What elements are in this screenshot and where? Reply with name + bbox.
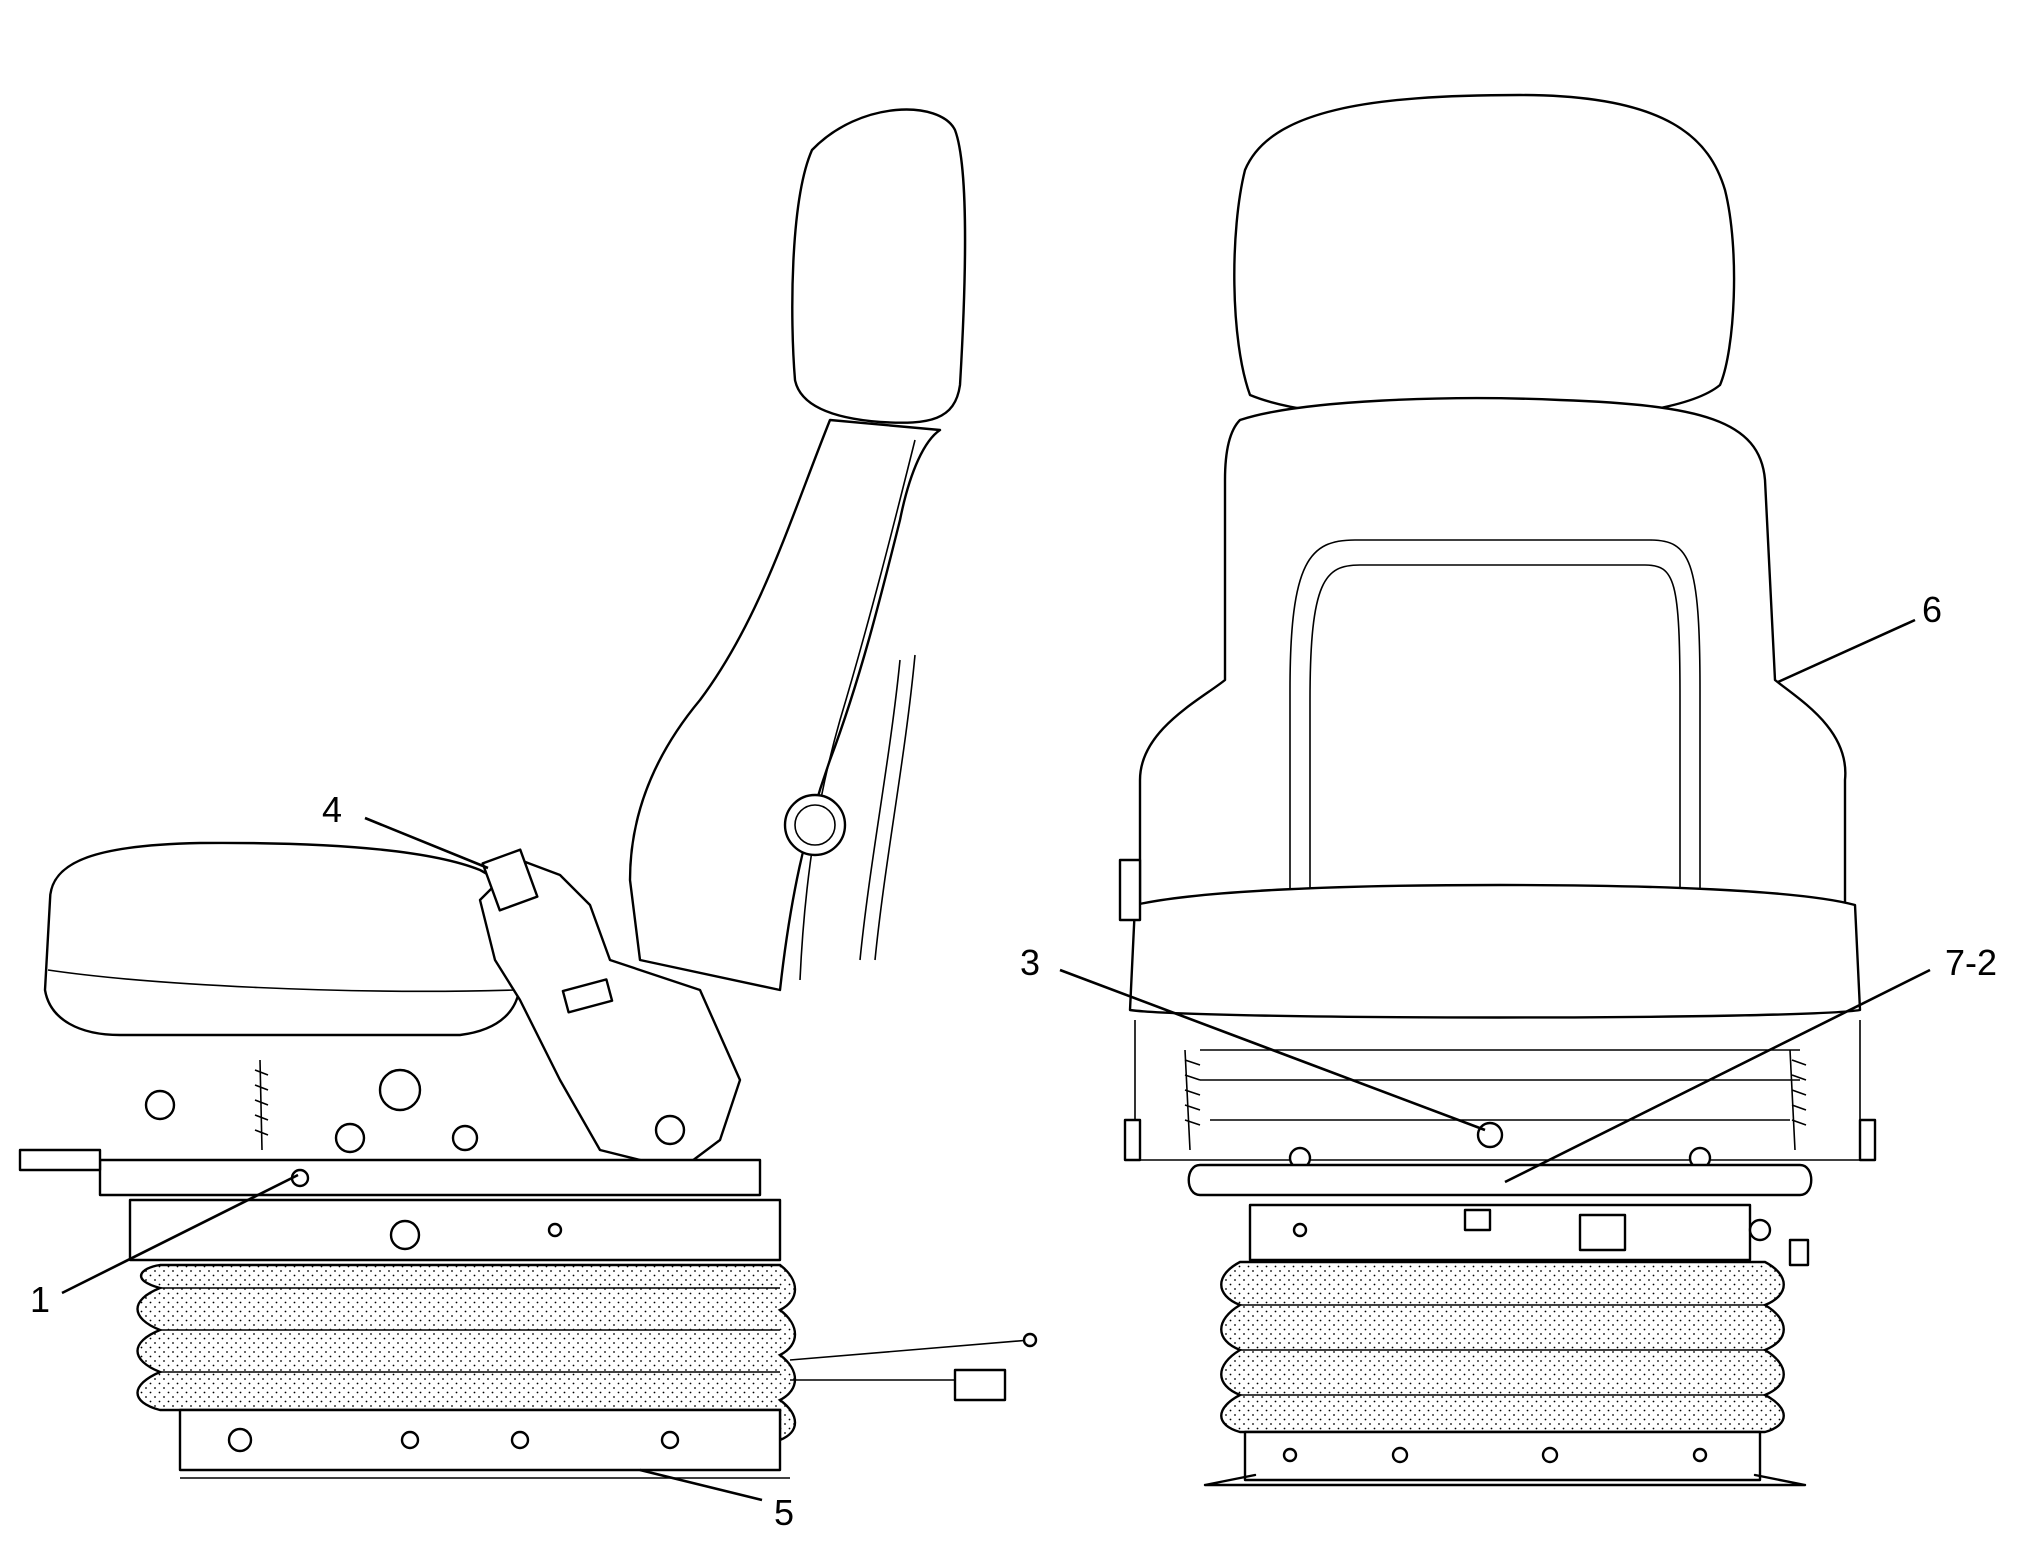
seat-cushion-front xyxy=(1128,883,1862,1019)
seat-rail-front xyxy=(1187,1163,1813,1197)
leader-7-2 xyxy=(1504,968,1931,1184)
leader-5 xyxy=(639,1468,763,1502)
seat-belt-buckle xyxy=(478,858,742,1172)
seat-base-front xyxy=(1243,1430,1762,1482)
seat-base-side xyxy=(178,1408,782,1472)
leader-1 xyxy=(61,1173,299,1295)
leader-6 xyxy=(1777,618,1916,684)
leader-3 xyxy=(1059,968,1486,1132)
seat-slide-rail xyxy=(98,1158,762,1197)
headrest-side xyxy=(791,108,967,424)
suspension-bellows-front xyxy=(1220,1260,1785,1434)
callout-4: 4 xyxy=(322,789,342,830)
callout-7-2: 7-2 xyxy=(1945,942,1997,983)
callout-6: 6 xyxy=(1922,589,1942,630)
seat-cushion-side xyxy=(43,841,522,1037)
callout-3: 3 xyxy=(1020,942,1040,983)
leader-4 xyxy=(364,816,489,870)
headrest-front xyxy=(1233,93,1736,422)
seat-front-view xyxy=(1118,93,1877,1487)
backrest-front xyxy=(1138,397,1847,912)
backrest-side xyxy=(628,418,942,992)
suspension-bellows-side xyxy=(136,1263,797,1442)
recline-knob xyxy=(783,793,847,857)
seat-side-view xyxy=(18,108,1038,1479)
callouts: 1 3 4 5 6 7-2 xyxy=(30,589,1997,1533)
callout-1: 1 xyxy=(30,1279,50,1320)
callout-5: 5 xyxy=(774,1492,794,1533)
